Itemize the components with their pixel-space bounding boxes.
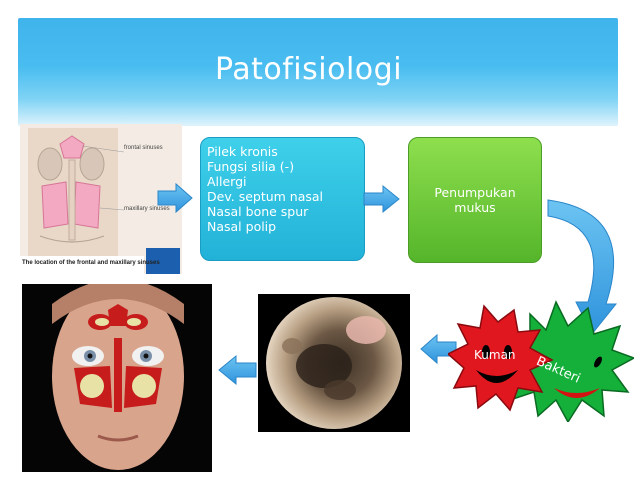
frontal-sinus-label: frontal sinuses	[124, 145, 163, 151]
mucus-box: Penumpukan mukus	[408, 137, 542, 263]
cause-item: Fungsi silia (-)	[207, 159, 295, 174]
maxillary-sinus-label: maxillary sinuses	[124, 206, 170, 212]
cause-item: Nasal polip	[207, 219, 277, 234]
bacteria-eye-icon	[594, 356, 602, 368]
slide-title: Patofisiologi	[215, 52, 403, 87]
mucus-label: Penumpukan mukus	[434, 185, 516, 215]
cause-item: Pilek kronis	[207, 144, 278, 159]
arrow-right-icon	[363, 184, 400, 214]
germ-burst-icon	[448, 304, 554, 412]
cause-item: Dev. septum nasal	[207, 189, 324, 204]
cause-item: Allergi	[207, 174, 247, 189]
microbes-illustration	[448, 300, 634, 422]
germ-mouth-icon	[476, 370, 518, 383]
header-band	[18, 18, 618, 126]
bacteria-mouth-icon	[554, 388, 600, 398]
germ-eye-icon	[482, 345, 490, 359]
germ-eye-icon	[504, 345, 512, 359]
germ-label: Kuman	[474, 348, 516, 362]
face-sinus-image	[22, 284, 212, 472]
sinus-anatomy-image	[20, 124, 182, 274]
causes-box: Pilek kronis Fungsi silia (-) Allergi De…	[200, 137, 365, 261]
anatomy-caption: The location of the frontal and maxillar…	[22, 260, 160, 266]
cause-item: Nasal bone spur	[207, 204, 309, 219]
arrow-left-icon	[218, 354, 257, 386]
endoscopy-image	[258, 294, 410, 432]
arrow-right-icon	[157, 182, 193, 214]
